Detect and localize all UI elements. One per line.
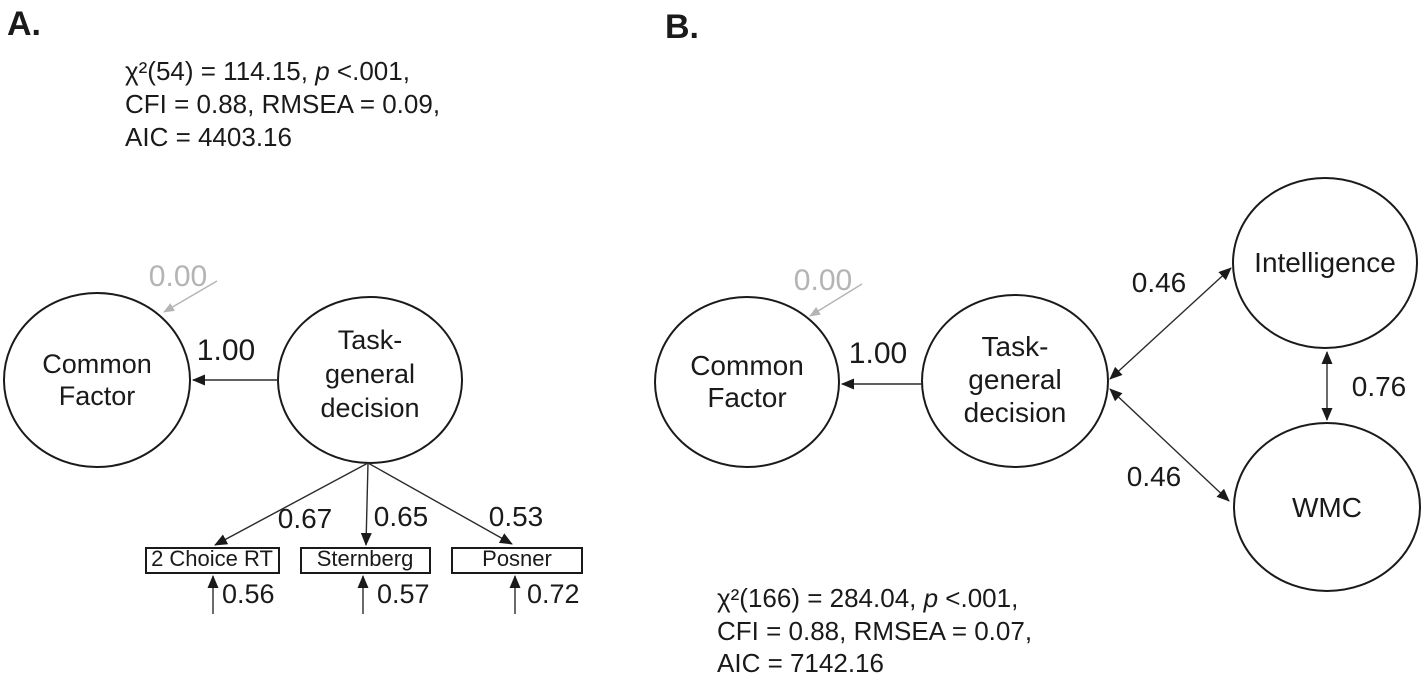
panel-b-task-general-line1: Task- — [982, 331, 1049, 362]
panel-a-fit-line2: CFI = 0.88, RMSEA = 0.09, — [125, 89, 440, 119]
panel-a-task-general-node: Task- general decision — [277, 296, 463, 464]
panel-b-intelligence-node: Intelligence — [1232, 177, 1418, 349]
panel-a-ind3-label: Posner — [482, 546, 552, 571]
panel-a-ind2-label: Sternberg — [317, 546, 414, 571]
panel-b-cor-tgd-wmc: 0.46 — [1109, 388, 1230, 502]
panel-b-cor-tgd-wmc-value: 0.46 — [1127, 461, 1182, 492]
panel-b-residual-value: 0.00 — [794, 264, 852, 297]
panel-a-fit-line1: χ²(54) = 114.15, p <.001, — [125, 56, 410, 86]
panel-b-wmc-node: WMC — [1233, 422, 1421, 592]
panel-a-fit-p-symbol: p — [314, 56, 329, 86]
panel-b-intelligence-label: Intelligence — [1254, 247, 1396, 278]
panel-a-ind1-label: 2 Choice RT — [151, 546, 273, 571]
panel-a-ind2-error: 0.57 — [377, 579, 430, 609]
panel-a-common-factor-line1: Common — [42, 349, 152, 379]
panel-a-common-factor-node: Common Factor — [3, 292, 191, 468]
panel-a-ind2-loading: 0.65 — [374, 501, 429, 532]
panel-b-task-general-line3: decision — [964, 397, 1067, 428]
panel-b-cor-tgd-intelligence: 0.46 — [1109, 267, 1232, 380]
panel-a-task-general-line1: Task- — [338, 325, 403, 355]
panel-a-fit-p-value: <.001, — [330, 56, 410, 86]
panel-a-ind1-loading: 0.67 — [278, 503, 333, 534]
panel-a-fit-line3: AIC = 4403.16 — [125, 122, 292, 152]
panel-b-fit-p-value: <.001, — [938, 583, 1018, 613]
panel-b-label: B. — [665, 8, 699, 46]
panel-a-fit-chi: χ²(54) = 114.15, — [125, 56, 315, 86]
panel-a-loading-path: 1.00 — [192, 334, 278, 386]
panel-a-residual-arrow: 0.00 — [149, 260, 218, 313]
panel-a-loading-value: 1.00 — [197, 334, 255, 367]
panel-a-common-factor-line2: Factor — [59, 381, 136, 411]
panel-b-common-factor-node: Common Factor — [654, 296, 840, 468]
panel-b-fit-chi: χ²(166) = 284.04, — [717, 583, 924, 613]
panel-b-fit-line2: CFI = 0.88, RMSEA = 0.07, — [717, 616, 1032, 646]
panel-a-task-general-line3: decision — [320, 393, 419, 423]
panel-b-task-general-line2: general — [968, 364, 1061, 395]
panel-b-loading-path: 1.00 — [841, 337, 922, 390]
panel-a: A. χ²(54) = 114.15, p <.001, CFI = 0.88,… — [3, 5, 583, 614]
panel-a-ind3-loading: 0.53 — [489, 501, 544, 532]
panel-a-residual-value: 0.00 — [149, 260, 207, 293]
panel-a-label: A. — [7, 5, 41, 43]
panel-b-cor-intelligence-wmc: 0.76 — [1321, 351, 1407, 421]
panel-b-common-factor-line1: Common — [690, 350, 804, 381]
panel-b-cor-tgd-intelligence-value: 0.46 — [1132, 267, 1187, 298]
panel-b-fit-line3: AIC = 7142.16 — [717, 648, 884, 677]
panel-b-cor-intelligence-wmc-value: 0.76 — [1352, 371, 1407, 402]
panel-a-task-general-line2: general — [325, 359, 415, 389]
panel-a-indicator-boxes: 2 Choice RT Sternberg Posner — [145, 546, 583, 574]
panel-b-fit-line1: χ²(166) = 284.04, p <.001, — [717, 583, 1018, 613]
panel-b-residual-arrow: 0.00 — [794, 264, 863, 317]
panel-b-fit-p-symbol: p — [923, 583, 938, 613]
panel-b-common-factor-line2: Factor — [707, 382, 786, 413]
panel-a-indicator-paths: 0.67 0.65 0.53 — [214, 462, 544, 546]
panel-a-error-arrows: 0.56 0.57 0.72 — [207, 575, 580, 614]
panel-b-wmc-label: WMC — [1292, 492, 1362, 523]
panel-a-ind1-error: 0.56 — [222, 579, 275, 609]
panel-a-fit-stats: χ²(54) = 114.15, p <.001, CFI = 0.88, RM… — [125, 56, 440, 152]
panel-a-ind3-error: 0.72 — [527, 579, 580, 609]
panel-b-task-general-node: Task- general decision — [921, 294, 1109, 468]
panel-b-fit-stats: χ²(166) = 284.04, p <.001, CFI = 0.88, R… — [717, 583, 1032, 678]
panel-b-loading-value: 1.00 — [849, 337, 907, 370]
panel-b: B. 0.00 Common Factor Task- general deci… — [654, 8, 1421, 678]
